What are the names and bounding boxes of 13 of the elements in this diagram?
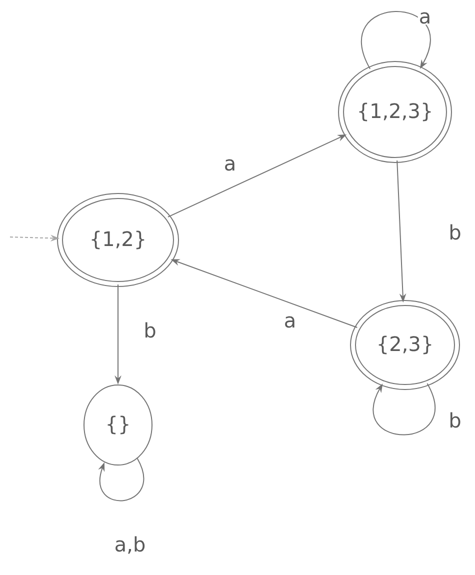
accepting-state: {2,3} bbox=[350, 300, 460, 390]
edge-label: a bbox=[222, 158, 238, 172]
edge-label: a bbox=[282, 315, 298, 329]
edge-label: b bbox=[142, 321, 158, 339]
self-loop-arrow bbox=[98, 458, 144, 501]
accepting-state: {1,2,3} bbox=[338, 61, 452, 163]
self-loop-arrow bbox=[361, 10, 430, 70]
self-loop-arrow bbox=[373, 383, 436, 436]
edge-label: b bbox=[448, 223, 462, 241]
edge-label: b bbox=[448, 411, 462, 429]
edge-label: a,b bbox=[113, 535, 147, 555]
accepting-state: {1,2} bbox=[57, 193, 179, 287]
edge-label: a bbox=[418, 11, 432, 25]
